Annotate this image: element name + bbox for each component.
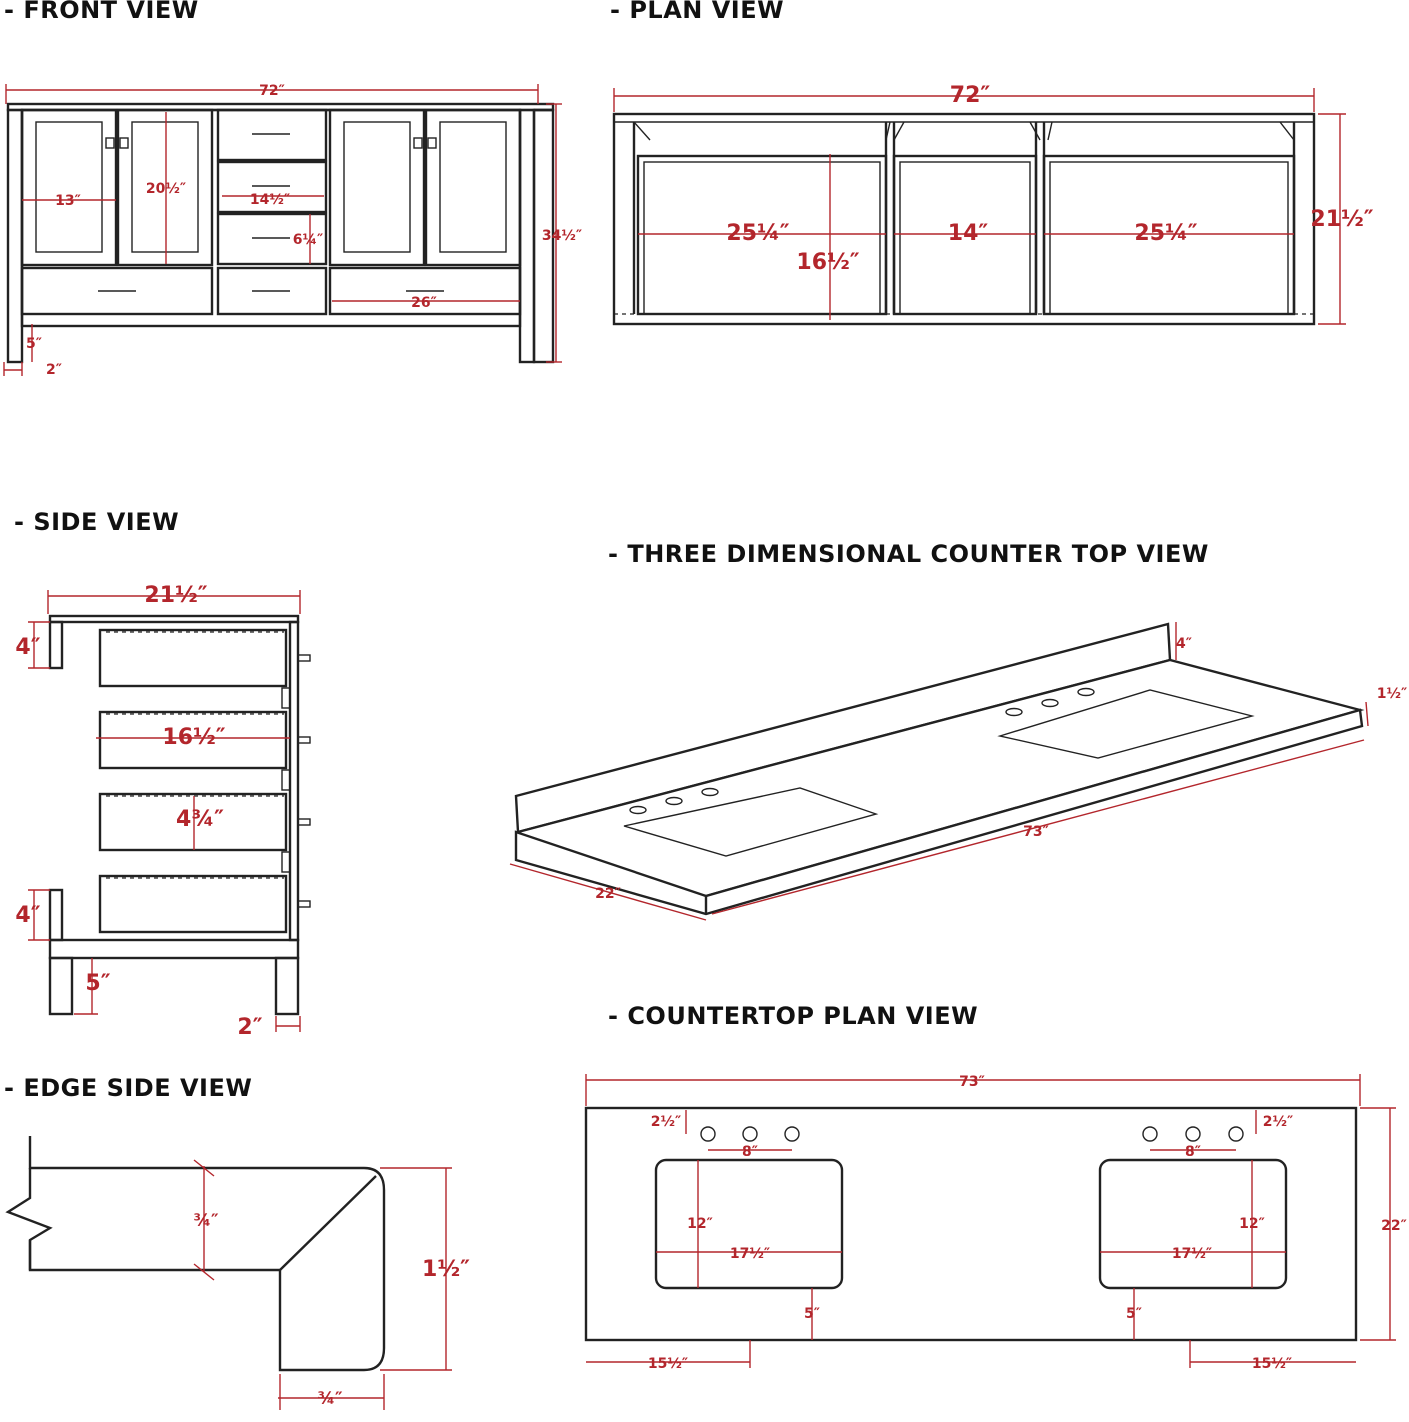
edge-side-view-title: - EDGE SIDE VIEW	[4, 1074, 253, 1102]
side-bottom-rail-label: 4″	[15, 903, 40, 928]
plan-left-bay-label: 25¼″	[726, 221, 789, 246]
front-leg-clearance-label: 5″	[26, 336, 42, 352]
plan-view-drawing: 72″ 25¼″ 14″ 25¼″ 16½″ 21½″	[612, 83, 1374, 326]
ct-depth-label: 22″	[1381, 1218, 1407, 1234]
side-view-drawing: 21½″ 4″ 16½″ 4¾″ 4″ 5″ 2″	[15, 583, 311, 1040]
edge-thickness-label: ¾″	[317, 1389, 343, 1409]
ct-left-sink-width-label: 17½″	[730, 1246, 770, 1262]
front-door-width-label: 13″	[55, 193, 81, 209]
ct-right-spread-label: 8″	[1185, 1144, 1201, 1160]
plan-view-title: - PLAN VIEW	[610, 0, 785, 24]
three-d-thickness-label: 1½″	[1377, 686, 1408, 702]
plan-bay-depth-label: 16½″	[796, 250, 859, 275]
three-d-length-label: 73″	[1023, 824, 1049, 840]
ct-right-sink-depth-label: 12″	[1239, 1216, 1265, 1232]
side-depth-label: 21½″	[144, 583, 207, 608]
ct-length-label: 73″	[959, 1074, 985, 1090]
side-drawer-height-label: 4¾″	[176, 807, 224, 832]
front-height-label: 34½″	[542, 228, 582, 244]
three-d-depth-label: 22″	[595, 886, 621, 902]
plan-center-bay-label: 14″	[948, 221, 989, 246]
countertop-plan-view-title: - COUNTERTOP PLAN VIEW	[608, 1002, 979, 1030]
front-view-title: - FRONT VIEW	[4, 0, 199, 24]
front-width-label: 72″	[259, 83, 285, 99]
front-bottom-drawer-width-label: 26″	[411, 295, 437, 311]
front-leg-width-label: 2″	[46, 362, 62, 378]
three-d-view-title: - THREE DIMENSIONAL COUNTER TOP VIEW	[608, 540, 1209, 568]
side-leg-width-label: 2″	[237, 1015, 262, 1040]
ct-left-front-gap-label: 5″	[804, 1306, 820, 1322]
front-drawer-height-label: 6¼″	[293, 232, 324, 248]
side-leg-clearance-label: 5″	[85, 971, 110, 996]
front-door-height-label: 20½″	[146, 181, 186, 197]
ct-left-spread-label: 8″	[742, 1144, 758, 1160]
edge-side-drawing: ¾″ 1½″ ¾″	[5, 1136, 470, 1410]
plan-depth-label: 21½″	[1310, 207, 1373, 232]
front-view-drawing: 72″ 13″ 20½″ 14½″ 6¼″ 34½″ 26″ 5″ 2″	[3, 83, 582, 378]
ct-right-hole-offset-label: 2½″	[1263, 1114, 1294, 1130]
ct-left-hole-offset-label: 2½″	[651, 1114, 682, 1130]
side-drawer-depth-label: 16½″	[162, 725, 225, 750]
three-d-backsplash-label: 4″	[1176, 636, 1192, 652]
countertop-plan-drawing: 73″ 22″ 2½″ 2½″ 8″ 8″ 12″ 12″ 17½″ 17½″ …	[584, 1074, 1407, 1372]
plan-right-bay-label: 25¼″	[1134, 221, 1197, 246]
plan-width-label: 72″	[950, 83, 991, 108]
ct-left-edge-offset-label: 15½″	[648, 1356, 688, 1372]
side-view-title: - SIDE VIEW	[14, 508, 180, 536]
ct-right-edge-offset-label: 15½″	[1252, 1356, 1292, 1372]
side-top-rail-label: 4″	[15, 635, 40, 660]
ct-right-front-gap-label: 5″	[1126, 1306, 1142, 1322]
front-drawer-width-label: 14½″	[250, 192, 290, 208]
ct-left-sink-depth-label: 12″	[687, 1216, 713, 1232]
three-d-drawing: 4″ 1½″ 73″ 22″	[509, 622, 1408, 921]
edge-top-thickness-label: ¾″	[193, 1211, 219, 1231]
ct-right-sink-width-label: 17½″	[1172, 1246, 1212, 1262]
edge-height-label: 1½″	[422, 1257, 470, 1282]
